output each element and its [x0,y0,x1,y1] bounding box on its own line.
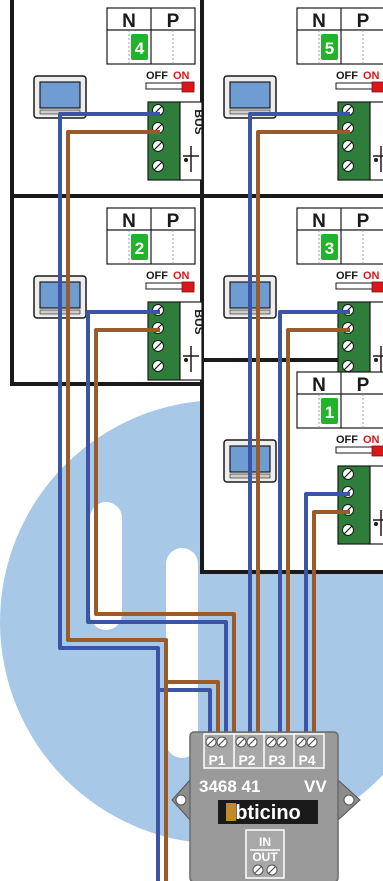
bus-label: BUS [192,309,206,334]
configurator-n-header: N [312,211,326,232]
configurator-panel: N P 1 [296,371,383,429]
configurator-panel: N P 4 [106,7,196,65]
port-label: P4 [298,752,315,768]
switch-off-label: OFF [336,70,358,82]
distributor-port-p2: P2 [233,734,258,768]
input-terminal [245,829,285,879]
address-configurator [131,234,148,260]
port-label: P2 [238,752,255,768]
bus-terminal-block: BUS [147,101,206,181]
configurator-panel: N P 3 [296,207,383,265]
input-screws [252,864,278,876]
bus-terminal-block: BUS [337,465,383,545]
switch-off-label: OFF [336,270,358,282]
bus-wires [58,112,350,738]
configurator-n-header: N [312,375,326,396]
distributor-port-p4: P4 [293,734,318,768]
address-configurator [321,234,338,260]
configurator-n-header: N [312,11,326,32]
video-monitor-icon [33,75,87,119]
off-on-switch: OFF ON [335,434,383,457]
bus-wire-brown [286,328,350,738]
switch-lever [181,81,195,93]
doorbell-push-icon [373,510,383,536]
brand-logo: bticino [235,802,301,824]
off-on-switch: OFF ON [335,270,383,293]
distributor-ports: P1 P2 P3 P4 [205,734,318,768]
switch-off-label: OFF [146,70,168,82]
bus-wire-blue [58,112,212,738]
address-configurator [321,34,338,60]
distributor-port-p1: P1 [205,736,228,768]
configurator-panel: N P 2 [106,207,196,265]
bus-label: BUS [192,109,206,134]
configurator-n-value: 2 [135,239,144,258]
distributor-port-p3: P3 [263,734,288,768]
video-monitor-icon [223,75,277,119]
apartment-units: NP4OFFONBUSNP5OFFONBUSNP2OFFONBUSNP3OFFO… [33,7,383,545]
distributor-suffix: VV [304,777,327,796]
configurator-p-header: P [357,11,370,32]
bus-wire-brown [94,328,236,738]
output-label: OUT [252,850,278,864]
configurator-n-value: 3 [325,239,334,258]
off-on-switch: OFF ON [145,270,195,293]
configurator-p-header: P [357,375,370,396]
switch-lever [371,445,383,457]
configurator-panel: N P 5 [296,7,383,65]
configurator-p-header: P [357,211,370,232]
off-on-switch: OFF ON [335,70,383,93]
port-label: P3 [268,752,285,768]
switch-on-label: ON [363,70,380,82]
switch-on-label: ON [173,270,190,282]
switch-off-label: OFF [336,434,358,446]
riser-wires [156,650,168,881]
doorbell-push-icon [183,346,199,372]
bus-wire-blue [86,310,228,738]
input-label: IN [259,835,271,849]
brand-logo-accent [226,803,236,821]
distributor-model: 3468 41 [199,777,260,796]
configurator-n-value: 1 [325,403,334,422]
configurator-n-header: N [122,11,136,32]
bus-wire-brown [66,130,220,738]
doorbell-push-icon [373,146,383,172]
configurator-p-header: P [167,11,180,32]
configurator-n-header: N [122,211,136,232]
distributor-mount-left [171,778,191,822]
switch-lever [181,281,195,293]
off-on-switch: OFF ON [145,70,195,93]
switch-lever [371,81,383,93]
bus-distributor-3468-41: P1 P2 P3 P4 3468 41 VV bticino IN OUT [171,731,361,881]
bus-wire-blue [278,310,350,738]
bus-wire-brown [312,510,350,738]
doorbell-push-icon [183,146,199,172]
bus-wire-blue [248,112,350,738]
configurator-n-value: 4 [135,39,145,58]
address-configurator [321,398,338,424]
configurator-n-value: 5 [325,39,334,58]
doorbell-push-icon [373,346,383,372]
address-configurator [131,34,148,60]
switch-lever [371,281,383,293]
bus-wire-brown [256,130,350,738]
switch-off-label: OFF [146,270,168,282]
switch-on-label: ON [363,434,380,446]
switch-on-label: ON [363,270,380,282]
switch-on-label: ON [173,70,190,82]
bus-wire-blue [304,492,350,738]
configurator-p-header: P [167,211,180,232]
bus-terminal-block: BUS [337,301,383,381]
port-label: P1 [208,752,225,768]
